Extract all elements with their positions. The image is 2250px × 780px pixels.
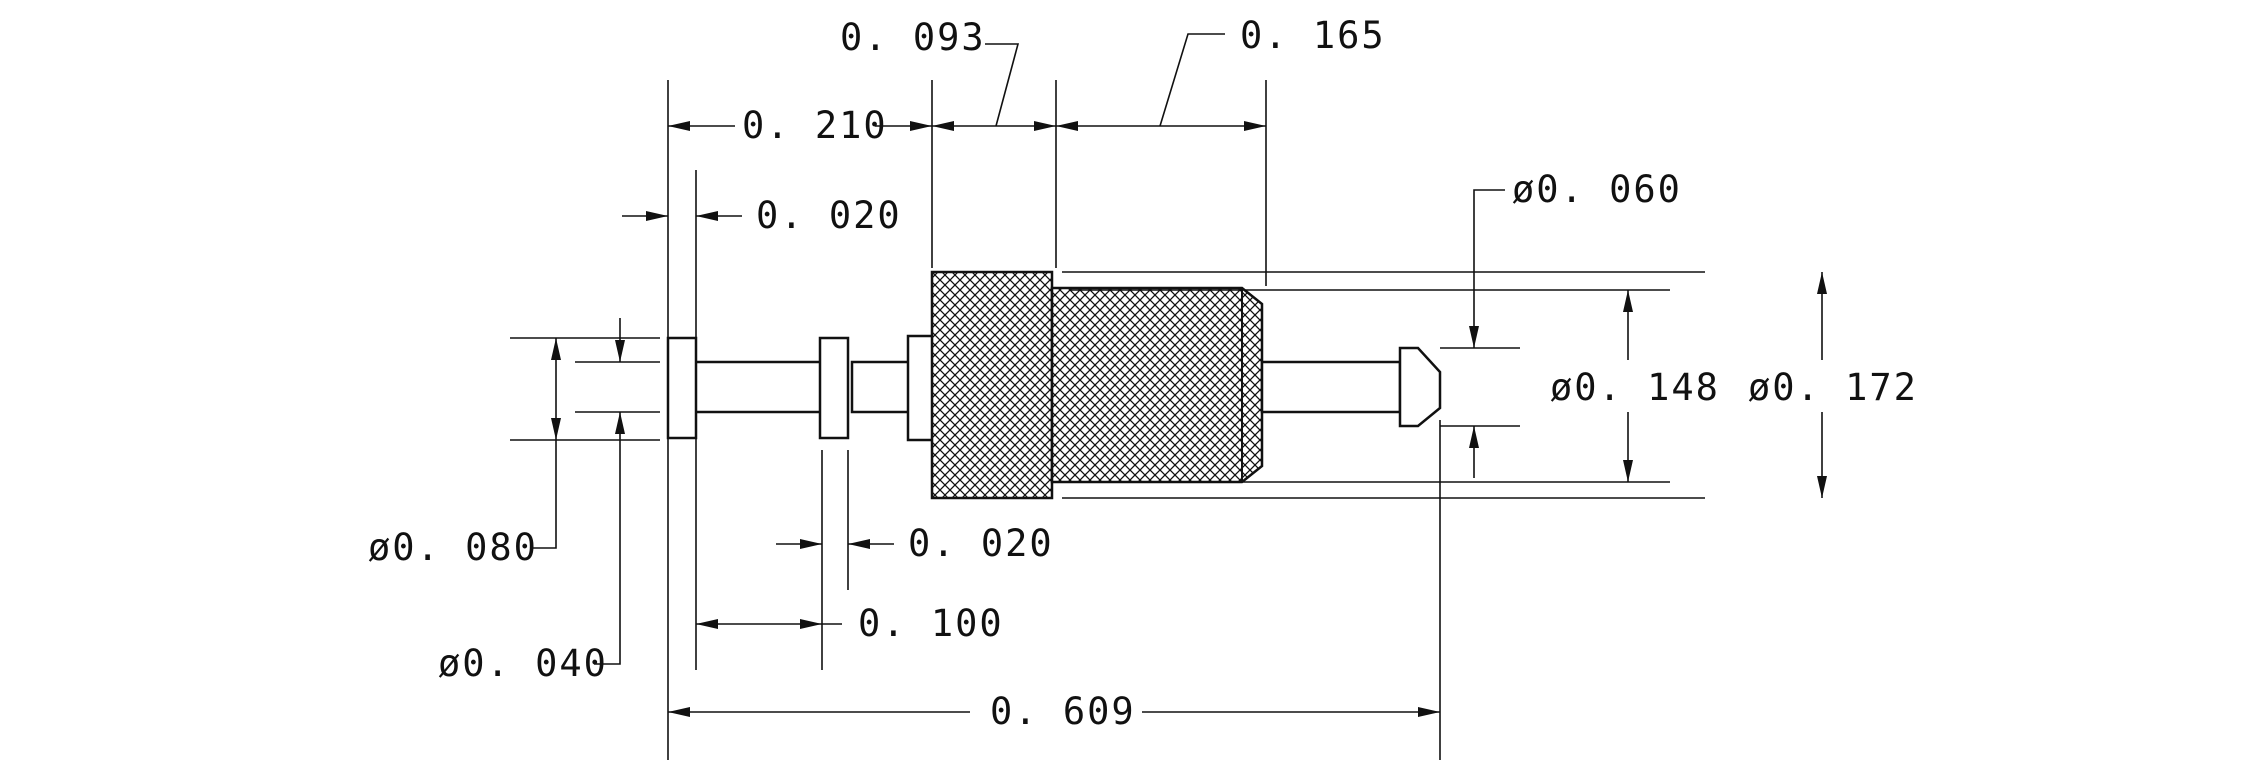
collar-small: [906, 334, 936, 442]
extension-lines: [510, 80, 1705, 760]
knurled-section-front: [930, 270, 1054, 500]
knurled-section-rear: [1050, 286, 1264, 484]
dim-dia-0040: ø0. 040: [438, 642, 608, 685]
dim-0165: 0. 165: [1240, 14, 1386, 57]
pin-part: [666, 270, 1442, 500]
tail-pin-tip: [1398, 346, 1442, 428]
dim-0609: 0. 609: [990, 690, 1136, 733]
dim-0210: 0. 210: [742, 104, 888, 147]
dim-dia-0172: ø0. 172: [1748, 366, 1918, 409]
dim-0020-bottom: 0. 020: [908, 522, 1054, 565]
tail-pin: [1260, 360, 1402, 414]
dimension-labels: 0. 093 0. 165 0. 210 0. 020 ø0. 060 ø0. …: [368, 14, 1918, 733]
dim-0100: 0. 100: [858, 602, 1004, 645]
collar-left: [666, 336, 698, 440]
dim-dia-0080: ø0. 080: [368, 526, 538, 569]
dim-dia-0148: ø0. 148: [1550, 366, 1720, 409]
dim-0093: 0. 093: [840, 16, 986, 59]
shaft-middle: [850, 360, 912, 414]
shaft-left: [688, 360, 824, 414]
collar-middle: [818, 336, 850, 440]
dim-dia-0060: ø0. 060: [1512, 168, 1682, 211]
dimension-lines: [530, 33, 1827, 717]
dim-0020-top: 0. 020: [756, 194, 902, 237]
